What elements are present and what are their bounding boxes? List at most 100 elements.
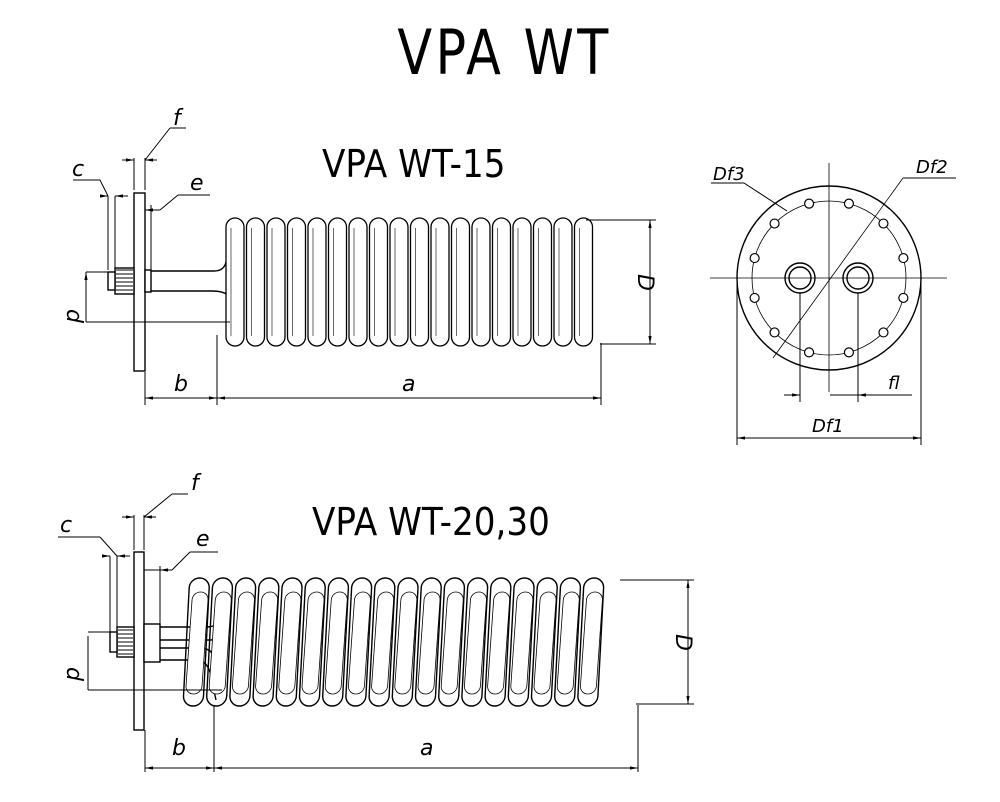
bolt-hole (898, 252, 909, 264)
wt15-label-b: b (174, 372, 188, 397)
coil-turn (345, 577, 373, 707)
coil-turn-back (185, 591, 209, 695)
bolt-hole (803, 347, 815, 358)
coil-turn-back (510, 591, 534, 695)
coil-turn (252, 577, 280, 707)
coil-turn (206, 577, 234, 707)
wt2030-label-b: b (172, 736, 186, 761)
coil-turn (229, 577, 257, 707)
coil-turn-back (255, 591, 279, 695)
wt15-coil (225, 217, 594, 347)
coil-turn (512, 217, 532, 347)
wt15-label-c: c (72, 157, 84, 182)
wt15-title: VPA WT-15 (322, 142, 506, 186)
flange-dimension-labels: Df3 Df2 fl Df1 (713, 157, 948, 437)
wt2030-flange-plate (133, 551, 145, 731)
coil-turn (245, 217, 266, 347)
coil-turn (530, 577, 558, 707)
label-Df2: Df2 (916, 157, 948, 178)
coil-turn (327, 217, 348, 347)
label-Df1: Df1 (812, 416, 844, 437)
coil-turn (450, 217, 471, 347)
wt15-label-a: a (402, 372, 415, 397)
coil-turn-back (464, 591, 487, 695)
coil-turn-back (533, 591, 557, 695)
bolt-hole (769, 218, 780, 229)
coil-turn (573, 217, 594, 347)
bolt-hole (769, 327, 780, 338)
coil-turn (182, 577, 210, 707)
coil-turn-back (556, 591, 580, 695)
wt15-dimensions (73, 127, 656, 405)
label-Df3: Df3 (713, 164, 745, 185)
wt15-label-D: D (632, 274, 657, 291)
wt15-dimension-labels: f c e d b a D (61, 106, 657, 397)
coil-turn (577, 577, 605, 707)
wt15-label-f: f (173, 106, 184, 131)
wt2030-label-e: e (196, 527, 210, 552)
coil-turn-back (580, 591, 603, 695)
label-fl: fl (888, 373, 900, 394)
coil-turn (275, 577, 303, 707)
bolt-hole (803, 198, 815, 209)
coil-turn (491, 217, 512, 347)
wt2030-label-f: f (191, 471, 202, 496)
bolt-hole (898, 292, 909, 304)
coil-turn (298, 577, 326, 707)
wt2030-heater-view (109, 551, 605, 731)
wt15-flange-plate (133, 192, 146, 372)
coil-turn (430, 217, 450, 347)
coil-turn (438, 577, 466, 707)
wt2030-coil (182, 577, 605, 707)
coil-turn (554, 577, 582, 707)
wt2030-label-c: c (60, 513, 72, 538)
wt2030-label-d: d (61, 667, 86, 682)
coil-turn-back (487, 591, 511, 695)
coil-turn-back (394, 591, 418, 695)
coil-turn (471, 217, 491, 347)
coil-turn (389, 217, 409, 347)
coil-turn (414, 577, 442, 707)
coil-turn (322, 577, 350, 707)
bolt-hole (843, 198, 855, 209)
bolt-hole (843, 347, 855, 358)
coil-turn-back (417, 591, 441, 695)
coil-turn (461, 577, 489, 707)
coil-turn (532, 217, 553, 347)
coil-turn (307, 217, 327, 347)
wt2030-label-D: D (670, 634, 695, 651)
wt15-pipe (151, 239, 237, 331)
bolt-hole (749, 292, 760, 304)
coil-turn (368, 217, 389, 347)
coil-turn (225, 217, 245, 347)
wt2030-dimension-labels: f c e d b a D (60, 471, 695, 761)
bolt-hole (878, 327, 889, 338)
coil-turn (553, 217, 573, 347)
bolt-hole (749, 252, 760, 264)
coil-turn-back (324, 591, 348, 695)
coil-turn (266, 217, 286, 347)
flange-front-view (710, 163, 947, 392)
drawing-title: VPA WT (397, 16, 612, 89)
coil-turn (409, 217, 430, 347)
coil-turn-back (301, 591, 325, 695)
wt2030-label-a: a (420, 736, 433, 761)
coil-turn (368, 577, 396, 707)
wt15-label-e: e (190, 171, 204, 196)
coil-turn-back (371, 591, 395, 695)
coil-turn (391, 577, 419, 707)
coil-turn (348, 217, 368, 347)
coil-turn-back (232, 591, 255, 695)
bolt-holes (749, 198, 909, 358)
coil-turn-back (348, 591, 371, 695)
coil-turn (507, 577, 535, 707)
coil-turn-back (208, 591, 232, 695)
coil-turn (484, 577, 512, 707)
coil-turn-back (278, 591, 302, 695)
wt15-label-d: d (61, 309, 86, 324)
wt15-heater-view (107, 192, 594, 372)
bolt-hole (878, 218, 889, 229)
wt2030-dimensions (58, 493, 694, 772)
coil-turn-back (440, 591, 464, 695)
